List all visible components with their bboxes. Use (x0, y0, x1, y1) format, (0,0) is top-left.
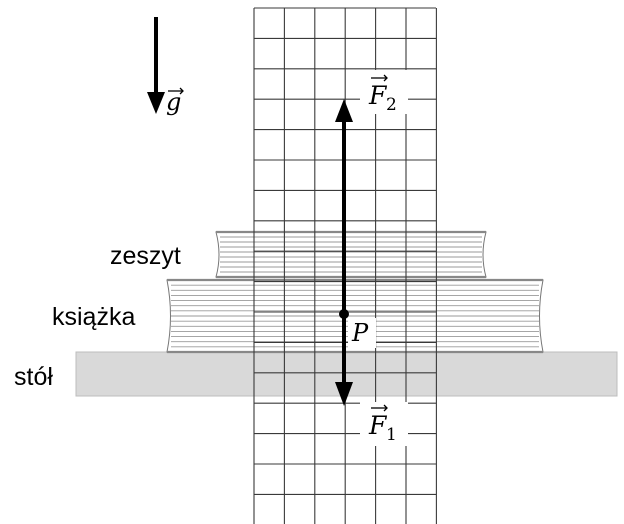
point-p (339, 309, 349, 319)
f2-vector-bar-icon (371, 74, 388, 82)
f1-label-box (360, 402, 408, 446)
point-label: P (351, 319, 369, 347)
table-label: stół (14, 363, 53, 391)
force-f1-arrow (335, 314, 353, 406)
f2-label-box (360, 70, 408, 114)
gravity-arrow (147, 17, 165, 114)
f1-label: F (368, 411, 388, 440)
f2-label: F (368, 81, 388, 110)
gravity-vector-bar-icon (168, 87, 184, 95)
point-label-box (348, 318, 376, 348)
f1-subscript: 1 (386, 425, 397, 445)
f2-subscript: 2 (386, 95, 397, 115)
force-f2-arrow (335, 99, 353, 314)
book-label: książka (52, 303, 135, 331)
notebook (215, 230, 487, 279)
f1-vector-bar-icon (371, 404, 388, 412)
notebook-label: zeszyt (110, 242, 181, 270)
gravity-label: g (166, 88, 181, 116)
book (166, 278, 544, 354)
